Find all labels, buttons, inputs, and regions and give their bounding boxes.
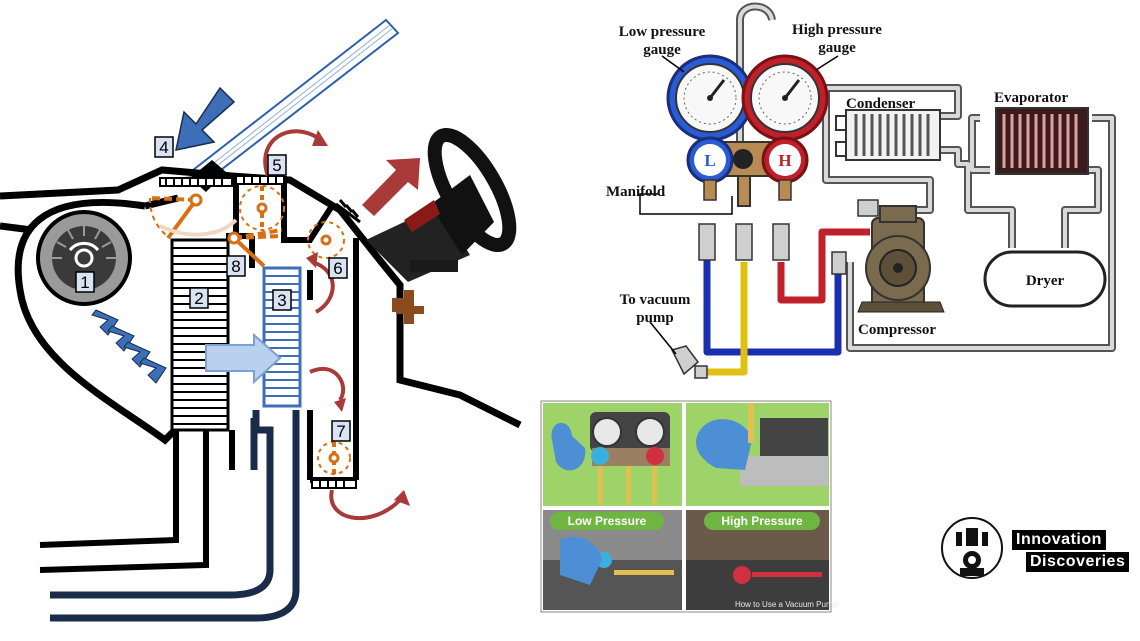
vacuum-label-line2: pump [636, 310, 674, 326]
condenser [835, 109, 941, 161]
photo-low-port-thumb: Low Pressure [543, 510, 682, 610]
label-6: 6 [333, 259, 342, 278]
defrost-arrow [362, 158, 420, 216]
steering-wheel [366, 127, 517, 282]
photo-glove-thumb [686, 403, 829, 506]
manifold-label: Manifold [606, 184, 666, 200]
airflow-arrow-cold [205, 332, 282, 385]
logo-text-discoveries: Discoveries [1026, 552, 1130, 572]
manifold-hook [736, 2, 776, 150]
blend-door-flaps [148, 185, 351, 475]
component-number-labels: 1 2 3 4 5 6 7 8 [75, 136, 351, 442]
evaporator [995, 107, 1089, 175]
fresh-air-arrow [175, 86, 236, 151]
dashboard-outline [0, 166, 522, 429]
condenser-label: Condenser [846, 96, 916, 112]
low-port-label: L [704, 151, 715, 170]
label-4: 4 [159, 138, 168, 157]
label-3: 3 [277, 291, 286, 310]
blower-housing [14, 199, 178, 445]
high-port-label: H [778, 151, 791, 170]
coolant-hoses [50, 410, 300, 622]
label-8: 8 [231, 257, 240, 276]
vent-knob [392, 290, 424, 324]
photo-watermark: How to Use a Vacuum Pump [735, 600, 838, 609]
photo-high-port-thumb: High Pressure [686, 510, 829, 610]
vacuum-label-line1: To vacuum [620, 292, 691, 308]
refrigerant-lines [822, 84, 1116, 352]
warm-air-arrows [263, 129, 402, 520]
fan-airflow-chevrons [91, 309, 167, 384]
high-pressure-gauge [741, 54, 829, 142]
label-1: 1 [80, 273, 89, 292]
label-7: 7 [336, 422, 345, 441]
label-5: 5 [272, 156, 281, 175]
dryer-label: Dryer [1026, 273, 1065, 289]
compressor [857, 205, 945, 313]
evaporator-label: Evaporator [994, 90, 1069, 106]
low-gauge-label-line1: Low pressure [619, 24, 706, 40]
heater-core [262, 266, 302, 408]
logo-text-innovation: Innovation [1012, 530, 1106, 550]
label-2: 2 [194, 289, 203, 308]
hvac-airflow-diagram: 1 2 3 4 5 6 7 8 [0, 18, 522, 622]
high-pressure-pill: High Pressure [721, 514, 803, 528]
low-pressure-pill: Low Pressure [568, 514, 647, 528]
compressor-label: Compressor [858, 322, 936, 338]
low-pressure-gauge [666, 54, 754, 142]
high-gauge-label-line2: gauge [818, 40, 856, 56]
manifold-body: L H [686, 136, 809, 207]
dryer [983, 250, 1107, 308]
high-gauge-label-line1: High pressure [792, 22, 882, 38]
photo-gauges-thumb [543, 403, 682, 506]
low-gauge-label-line2: gauge [643, 42, 681, 58]
gauge-hoses [703, 228, 870, 376]
